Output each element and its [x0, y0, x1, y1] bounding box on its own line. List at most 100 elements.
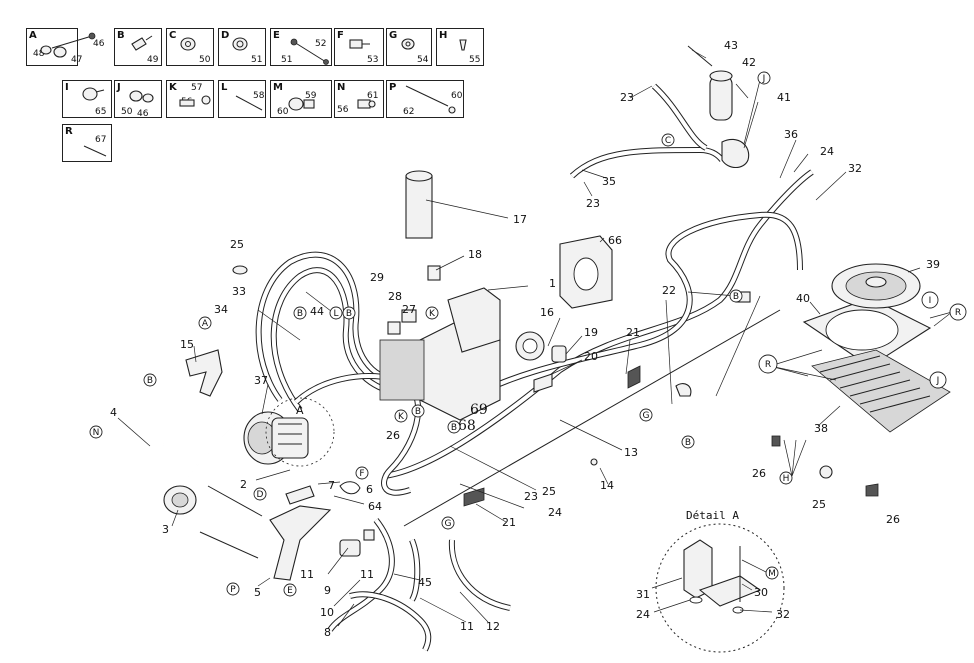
- legend-letter: A: [29, 30, 37, 41]
- legend-part-number: 47: [71, 55, 83, 65]
- legend-part-number: 51: [251, 55, 263, 65]
- svg-text:J: J: [762, 74, 766, 84]
- hardware-ref: J: [757, 71, 771, 85]
- svg-text:B: B: [451, 423, 457, 433]
- part-label: 23: [524, 490, 538, 503]
- part-label: 6: [366, 483, 373, 496]
- legend-part-number: 50: [199, 55, 211, 65]
- hardware-ref: D: [253, 487, 267, 501]
- part-label: 28: [388, 290, 402, 303]
- svg-text:P: P: [230, 585, 236, 595]
- legend-letter: R: [65, 126, 73, 137]
- legend-part-number: 46: [93, 39, 105, 49]
- part-label: 18: [468, 248, 482, 261]
- svg-text:R: R: [955, 308, 961, 318]
- part-label: 10: [320, 606, 334, 619]
- part-label: 23: [586, 197, 600, 210]
- legend-letter: P: [389, 82, 397, 93]
- legend-part-number: 54: [417, 55, 429, 65]
- part-label: 64: [368, 500, 382, 513]
- part-label: 13: [624, 446, 638, 459]
- hardware-refs: A B B B B B B B C D E F G G H I J J K K …: [89, 71, 967, 597]
- svg-text:K: K: [429, 309, 436, 319]
- legend-part-number: 48: [33, 49, 45, 59]
- part-label: 32: [848, 162, 862, 175]
- part-label: 19: [584, 326, 598, 339]
- legend-letter: F: [337, 30, 344, 41]
- legend-box-a: A 48 47 46: [26, 28, 104, 66]
- legend-part-number: 60: [451, 91, 463, 101]
- legend-part-number: 51: [281, 55, 293, 65]
- part-label: 27: [402, 303, 416, 316]
- part-label: 42: [742, 56, 756, 69]
- part-label: 41: [777, 91, 791, 104]
- part-label: 16: [540, 306, 554, 319]
- legend-letter: K: [169, 82, 177, 93]
- legend-part-number: 53: [367, 55, 379, 65]
- legend-part-number: 59: [305, 91, 317, 101]
- hardware-ref: J: [929, 371, 947, 389]
- part-label: 29: [370, 271, 384, 284]
- detail-pointer: A: [296, 404, 304, 417]
- detail-label: 31: [636, 588, 650, 601]
- hardware-ref: E: [283, 583, 297, 597]
- tube-17: [405, 170, 433, 239]
- hardware-ref: R: [758, 354, 778, 374]
- part-label: 66: [608, 234, 622, 247]
- part-label: 37: [254, 374, 268, 387]
- part-label: 17: [513, 213, 527, 226]
- detail-label: 32: [776, 608, 790, 621]
- hardware-ref: I: [921, 291, 939, 309]
- detail-label: 30: [754, 586, 768, 599]
- svg-text:R: R: [765, 360, 771, 370]
- legend-letter: C: [169, 30, 177, 41]
- hardware-ref: K: [425, 306, 439, 320]
- hardware-ref: B: [143, 373, 157, 387]
- part-label: 26: [752, 467, 766, 480]
- part-label: 40: [796, 292, 810, 305]
- legend-letter: N: [337, 82, 346, 93]
- part-label: 21: [502, 516, 516, 529]
- legend-part-number: 60: [277, 107, 289, 117]
- part-label: 8: [324, 626, 331, 639]
- detail-label: 24: [636, 608, 650, 621]
- legend-part-number: 62: [403, 107, 415, 117]
- part-label: 12: [486, 620, 500, 633]
- detail-title: Détail A: [686, 509, 739, 522]
- svg-text:C: C: [665, 136, 671, 146]
- svg-text:M: M: [768, 569, 776, 579]
- part-label: 34: [214, 303, 228, 316]
- part-label: 11: [360, 568, 374, 581]
- hardware-ref: B: [447, 420, 461, 434]
- hardware-ref: B: [293, 306, 307, 320]
- part-label: 23: [620, 91, 634, 104]
- part-label: 3: [162, 523, 169, 536]
- part-label: 11: [300, 568, 314, 581]
- part-label: 15: [180, 338, 194, 351]
- part-label: 36: [784, 128, 798, 141]
- legend-box-n: N 56 61: [334, 80, 384, 118]
- part-label: 43: [724, 39, 738, 52]
- hardware-ref: P: [226, 582, 240, 596]
- receiver-drier: [687, 45, 750, 169]
- part-label: 20: [584, 350, 598, 363]
- legend-part-number: 49: [147, 55, 159, 65]
- legend-part-number: 61: [367, 91, 379, 101]
- part-label: 5: [254, 586, 261, 599]
- legend-part-number: 56: [337, 105, 349, 115]
- part-label: 39: [926, 258, 940, 271]
- part-label: 14: [600, 479, 614, 492]
- hoses: [199, 83, 814, 652]
- part-label: 7: [328, 479, 335, 492]
- bracket-5: [269, 505, 332, 581]
- hardware-ref: N: [89, 425, 103, 439]
- svg-text:F: F: [359, 469, 364, 479]
- legend-part-number: 46: [137, 109, 149, 119]
- detail-a: [655, 523, 785, 653]
- svg-text:D: D: [257, 490, 264, 500]
- part-label: 22: [662, 284, 676, 297]
